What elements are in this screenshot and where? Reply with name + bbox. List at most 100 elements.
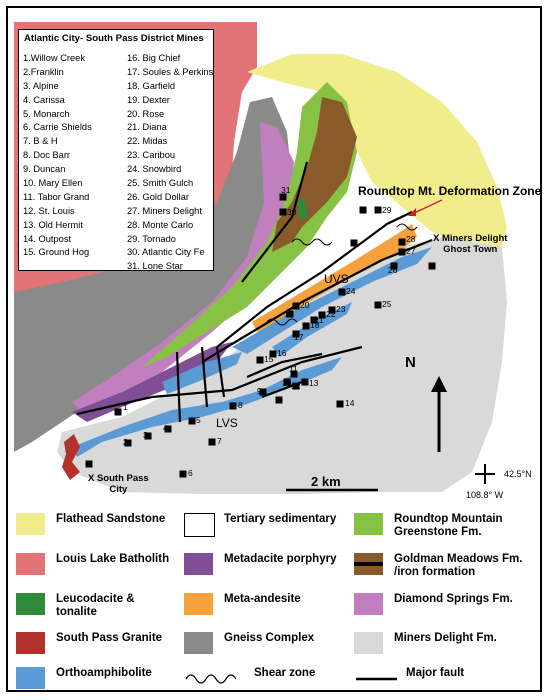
mine-marker xyxy=(85,460,93,468)
latitude-label: 42.5°N xyxy=(504,469,532,479)
major-fault-line xyxy=(216,211,413,348)
mine-number-label: 15 xyxy=(264,354,274,364)
mine-marker xyxy=(359,206,367,214)
mine-marker xyxy=(179,470,187,478)
legend-swatch xyxy=(354,632,383,654)
mine-marker xyxy=(114,408,122,416)
legend-label: Gneiss Complex xyxy=(224,632,315,644)
mine-marker xyxy=(374,206,382,214)
mine-number-label: 13 xyxy=(309,378,319,388)
mine-marker xyxy=(301,378,309,386)
mine-marker xyxy=(290,370,298,378)
major-faults xyxy=(76,161,433,423)
legend-label: South Pass Granite xyxy=(56,632,163,644)
mine-number-label: 7 xyxy=(217,436,222,446)
legend-label: Miners Delight Fm. xyxy=(394,632,497,644)
major-fault-line xyxy=(215,346,226,398)
longitude-label: 108.8° W xyxy=(466,490,504,500)
mine-list-item: 7. B & H xyxy=(23,136,58,147)
major-fault-line xyxy=(200,346,209,408)
legend-swatch xyxy=(354,513,383,535)
legend-label: Major fault xyxy=(406,667,465,679)
mine-list-column-2: 16. Big Chief 17. Soules & Perkins 18. Gar… xyxy=(127,52,213,274)
leucodacite-unit xyxy=(297,198,308,220)
mine-list-item: 22. Midas xyxy=(127,136,168,147)
mine-marker xyxy=(318,311,326,319)
mine-marker xyxy=(292,382,300,390)
mine-number-label: 21 xyxy=(314,315,324,325)
mine-number-label: 22 xyxy=(326,309,336,319)
mine-marker xyxy=(275,396,283,404)
orthoamphibolite-band-4 xyxy=(162,352,242,394)
mine-list-item: 14. Outpost xyxy=(23,233,72,244)
mine-list-item: 31. Lone Star xyxy=(127,261,183,272)
mine-list-item: 18. Garfield xyxy=(127,80,176,91)
mine-number-label: 18 xyxy=(310,320,320,330)
mine-marker xyxy=(259,388,267,396)
mine-list-item: 25. Smith Gulch xyxy=(127,178,194,189)
mine-list-item: 3. Alpine xyxy=(23,80,59,91)
roundtop-greenstone-unit xyxy=(142,82,357,367)
mine-list-item: 29. Tornado xyxy=(127,233,176,244)
legend-swatch xyxy=(16,632,45,654)
mine-number-label: 28 xyxy=(406,234,416,244)
mine-marker xyxy=(124,439,132,447)
mine-marker xyxy=(336,400,344,408)
mine-number-label: 2 xyxy=(123,437,128,447)
mine-list-item: 21. Diana xyxy=(127,122,167,133)
mine-list-item: 4. Carissa xyxy=(23,94,65,105)
legend-label: Tertiary sedimentary xyxy=(224,513,337,525)
mine-number-label: 14 xyxy=(345,398,355,408)
legend-swatch xyxy=(16,667,45,689)
mine-number-label: 31 xyxy=(281,185,291,195)
mine-marker xyxy=(310,316,318,324)
mine-list-item: 16. Big Chief xyxy=(127,53,181,63)
major-fault-line xyxy=(241,161,309,283)
mine-number-label: 24 xyxy=(346,286,356,296)
roundtop-pointer-arrowhead xyxy=(408,208,416,216)
mine-list-item: 6. Carrie Shields xyxy=(23,122,92,133)
legend-label: Meta-andesite xyxy=(224,593,301,605)
mine-marker xyxy=(208,438,216,446)
major-fault-line xyxy=(201,238,433,363)
mine-marker xyxy=(302,322,310,330)
mine-number-label: 4 xyxy=(163,423,168,433)
mine-number-label: 19 xyxy=(284,309,294,319)
mine-list-item: 15. Ground Hog xyxy=(23,247,90,258)
legend-label: Goldman Meadows Fm./iron formation xyxy=(394,553,523,578)
mine-number-label: 12 xyxy=(291,381,301,391)
mine-list-item: 17. Soules & Perkins xyxy=(127,66,214,77)
major-fault-line xyxy=(175,351,182,423)
orthoamphibolite-band-3 xyxy=(272,302,352,357)
scale-label: 2 km xyxy=(311,474,341,489)
mine-number-label: 8 xyxy=(238,400,243,410)
south-pass-granite-unit xyxy=(62,434,80,480)
mine-number-label: 5 xyxy=(196,415,201,425)
legend-swatch xyxy=(184,593,213,615)
mine-list-item: 5. Monarch xyxy=(23,108,70,119)
mine-list-item: 9. Duncan xyxy=(23,164,66,175)
metadacite-unit xyxy=(72,342,232,422)
legend-swatch xyxy=(16,593,45,615)
mine-list-item: 23. Caribou xyxy=(127,150,176,161)
shear-zones xyxy=(266,223,418,326)
mine-list-item: 2.Franklin xyxy=(23,66,64,77)
mine-list-item: 27. Miners Delight xyxy=(127,205,202,216)
mine-marker xyxy=(279,208,287,216)
roundtop-pointer-arrow xyxy=(411,199,443,215)
mine-number-label: 11 xyxy=(289,364,298,374)
mine-number-label: 27 xyxy=(406,246,416,256)
mine-marker xyxy=(374,301,382,309)
mine-list-item: 24. Snowbird xyxy=(127,164,182,175)
legend-swatch xyxy=(184,632,213,654)
mine-list-item: 20. Rose xyxy=(127,108,165,119)
mine-marker xyxy=(286,310,294,318)
legend-swatch xyxy=(354,553,383,575)
legend-label: Shear zone xyxy=(254,667,316,679)
north-label: N xyxy=(405,354,416,371)
mine-marker xyxy=(292,330,300,338)
orthoamphibolite-band-1 xyxy=(232,247,432,354)
